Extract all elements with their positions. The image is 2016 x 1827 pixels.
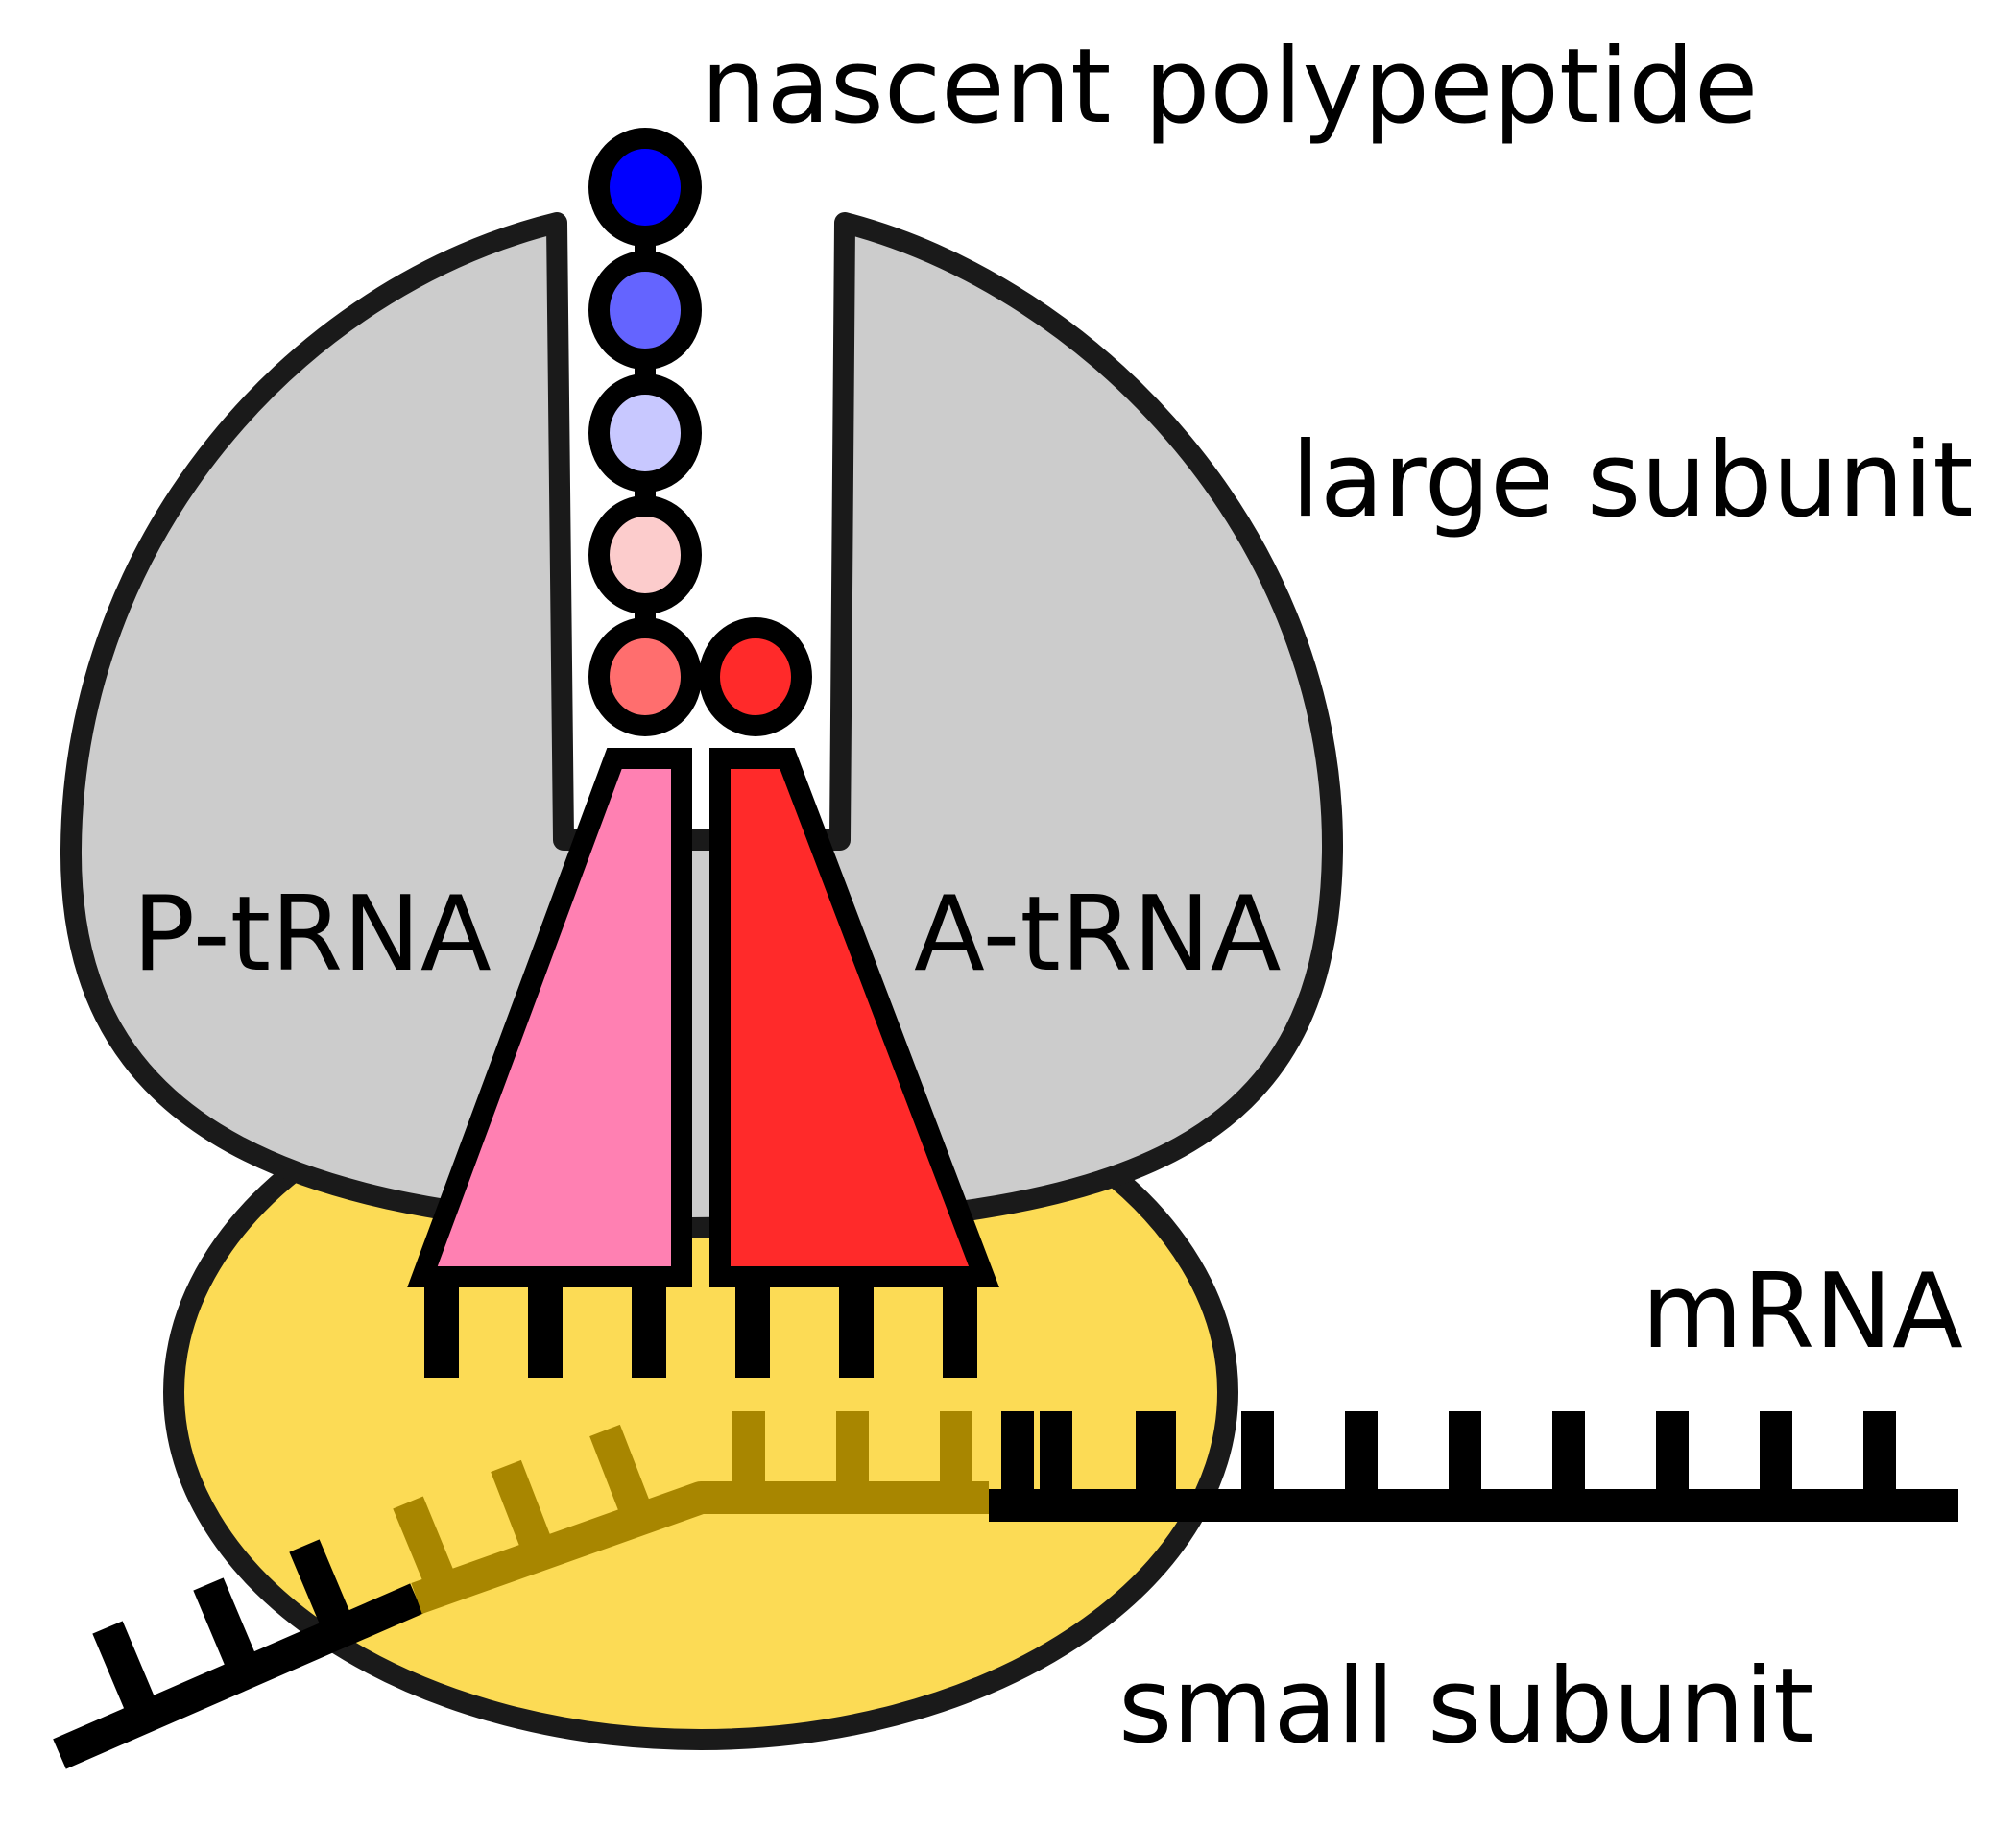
- amino-acid: [588, 617, 702, 736]
- p-trna-shape: [407, 748, 692, 1287]
- trna-anticodons: [424, 1277, 977, 1378]
- label-small-subunit: small subunit: [1118, 1647, 1814, 1767]
- large-subunit-shape: [60, 212, 1344, 1238]
- label-mrna: mRNA: [1642, 1252, 1963, 1372]
- amino-acid: [588, 251, 702, 370]
- mrna-strand-outside-overlap: [989, 1411, 1200, 1522]
- a-trna-shape: [709, 748, 999, 1287]
- label-a-trna: A-tRNA: [914, 875, 1282, 995]
- a-site-amino-acid: [699, 617, 812, 736]
- amino-acid: [588, 373, 702, 493]
- label-p-trna: P-tRNA: [132, 875, 492, 995]
- label-nascent-polypeptide: nascent polypeptide: [701, 27, 1758, 147]
- amino-acid: [588, 128, 702, 247]
- mrna-strand-inside: [393, 1411, 989, 1615]
- amino-acid: [588, 495, 702, 614]
- nascent-polypeptide-chain: [588, 128, 702, 736]
- label-large-subunit: large subunit: [1291, 421, 1974, 541]
